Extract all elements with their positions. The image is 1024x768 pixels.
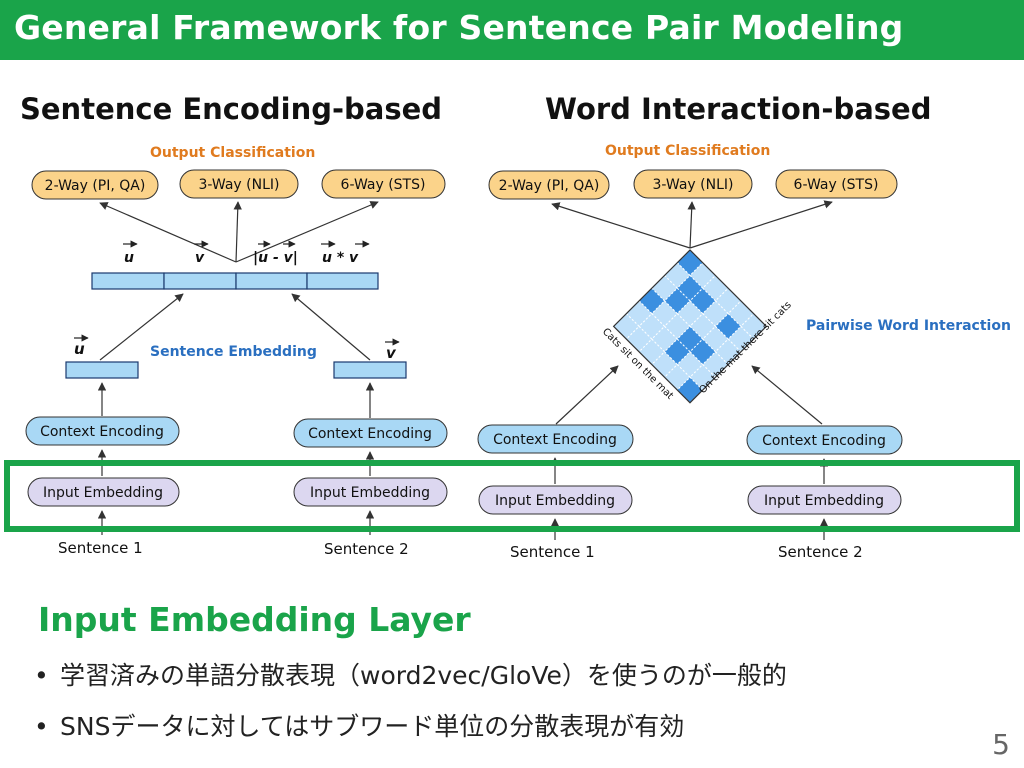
left-input-embedding-1-label: Input Embedding — [43, 485, 163, 501]
left-arrow-to-3way — [233, 201, 242, 263]
right-context-encoding-2 — [746, 425, 903, 455]
right-output-2way-label: 2-Way (PI, QA) — [499, 178, 600, 194]
right-input-embedding-2 — [747, 485, 902, 515]
left-input-embedding-2-label: Input Embedding — [310, 485, 430, 501]
arrow-v-to-concat — [291, 293, 371, 361]
combo-label-diff: |u - v| — [253, 250, 298, 266]
right-output-classification-label: Output Classification — [605, 143, 770, 159]
concatenated-vector — [91, 272, 379, 290]
page-number: 5 — [992, 728, 1010, 761]
left-arrow-to-2way — [99, 202, 237, 263]
left-output-classification-label: Output Classification — [150, 145, 315, 161]
right-arrow-to-3way — [687, 201, 696, 249]
pairwise-interaction-grid — [612, 249, 768, 404]
left-context-encoding-1-label: Context Encoding — [40, 424, 164, 440]
pairwise-word-interaction-label: Pairwise Word Interaction — [806, 318, 1011, 334]
vec-v-label: v — [386, 344, 397, 362]
vector-v — [333, 361, 407, 379]
right-sentence-1: Sentence 1 — [510, 543, 595, 561]
right-output-3way-box — [633, 169, 753, 199]
left-sentence-2: Sentence 2 — [324, 540, 409, 558]
right-input-embedding-1 — [478, 485, 633, 515]
left-output-3way-box — [179, 169, 299, 199]
right-output-3way-label: 3-Way (NLI) — [653, 177, 734, 193]
grid-border — [612, 249, 768, 404]
left-output-3way-label: 3-Way (NLI) — [199, 177, 280, 193]
left-output-6way-label: 6-Way (STS) — [341, 177, 426, 193]
slide-title: General Framework for Sentence Pair Mode… — [14, 8, 904, 47]
right-sentence-2: Sentence 2 — [778, 543, 863, 561]
left-arrow-to-6way — [235, 201, 379, 263]
framework-diagram: Output Classification 2-Way (PI, QA) 3-W… — [4, 143, 1020, 561]
arrow-u-to-concat — [99, 293, 184, 361]
right-input-embedding-2-label: Input Embedding — [764, 493, 884, 509]
vec-u-label: u — [74, 340, 85, 358]
left-context-encoding-2-label: Context Encoding — [308, 426, 432, 442]
left-output-6way-box — [321, 169, 446, 199]
sentence-embedding-label: Sentence Embedding — [150, 344, 317, 360]
right-output-6way-box — [775, 169, 898, 199]
left-context-encoding-2 — [293, 418, 448, 448]
left-heading: Sentence Encoding-based — [20, 92, 443, 126]
right-input-embedding-1-label: Input Embedding — [495, 493, 615, 509]
bullet-item-1: •学習済みの単語分散表現（word2vec/GloVe）を使うのが一般的 — [34, 661, 787, 690]
right-heading: Word Interaction-based — [545, 92, 932, 126]
right-context-encoding-1-label: Context Encoding — [493, 432, 617, 448]
input-embedding-highlight — [4, 460, 1020, 532]
right-output-2way-box — [488, 170, 610, 200]
title-bar: General Framework for Sentence Pair Mode… — [0, 0, 1024, 60]
bullet-item-1-text: 学習済みの単語分散表現（word2vec/GloVe）を使うのが一般的 — [60, 661, 787, 690]
bullet-item-2-text: SNSデータに対してはサブワード単位の分散表現が有効 — [60, 712, 685, 741]
right-arrow-to-2way — [551, 202, 691, 249]
left-output-2way-label: 2-Way (PI, QA) — [45, 178, 146, 194]
vector-u — [65, 361, 139, 379]
right-context-encoding-2-label: Context Encoding — [762, 433, 886, 449]
right-arrow-to-6way — [689, 200, 833, 249]
right-output-6way-label: 6-Way (STS) — [794, 177, 879, 193]
left-sentence-1: Sentence 1 — [58, 539, 143, 557]
left-input-embedding-1 — [27, 477, 180, 507]
bullet-item-2: •SNSデータに対してはサブワード単位の分散表現が有効 — [34, 712, 685, 741]
left-context-encoding-1 — [25, 416, 180, 446]
combo-label-v: v — [195, 250, 205, 266]
combo-label-prod: u * v — [322, 250, 359, 266]
combo-label-u: u — [124, 250, 134, 266]
left-input-embedding-2 — [293, 477, 448, 507]
input-embedding-layer-heading: Input Embedding Layer — [38, 600, 471, 639]
left-output-2way-box — [31, 170, 159, 200]
right-context-encoding-1 — [477, 424, 634, 454]
